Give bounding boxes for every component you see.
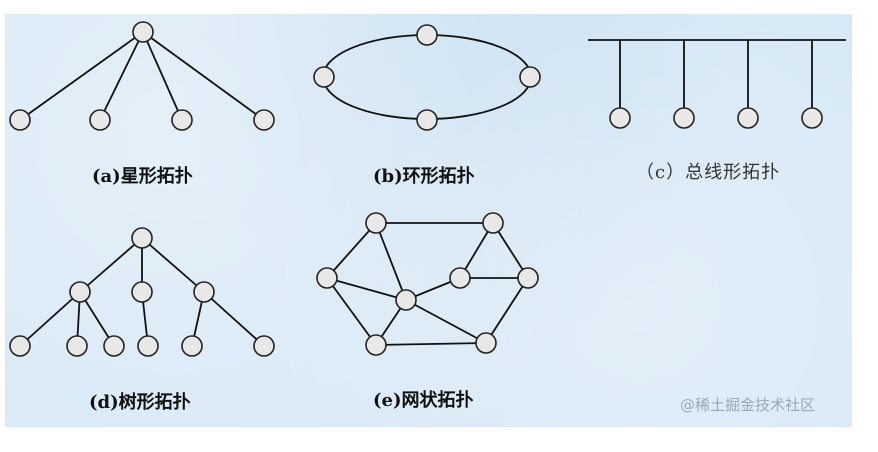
tree-branch-node: [193, 281, 215, 303]
mesh-node: [316, 267, 338, 289]
diagram-panel: [5, 14, 852, 427]
ring-node: [416, 24, 438, 46]
tree-topology: [9, 227, 275, 357]
mesh-node: [475, 332, 497, 354]
mesh-node: [449, 267, 471, 289]
star-leaf-node: [253, 109, 275, 131]
caption-star: (a)星形拓扑: [92, 166, 193, 187]
ring-node: [416, 109, 438, 131]
ring-node: [313, 66, 335, 88]
mesh-node: [482, 212, 504, 234]
caption-bus: （c）总线形拓扑: [636, 162, 781, 183]
ring-topology: [313, 24, 541, 131]
tree-branch-node: [131, 281, 153, 303]
tree-leaf-node: [66, 335, 88, 357]
ring-link: [322, 34, 532, 120]
bus-node: [737, 107, 759, 129]
mesh-topology: [316, 212, 539, 356]
star-leaf-node: [171, 109, 193, 131]
star-leaf-node: [89, 109, 111, 131]
tree-branch-node: [69, 281, 91, 303]
mesh-node: [395, 289, 417, 311]
mesh-node: [365, 334, 387, 356]
tree-leaf-node: [9, 335, 31, 357]
ring-node: [519, 66, 541, 88]
tree-leaf-node: [103, 335, 125, 357]
caption-mesh: (e)网状拓扑: [373, 390, 474, 411]
bus-node: [801, 107, 823, 129]
star-topology: [9, 21, 275, 131]
caption-tree: (d)树形拓扑: [89, 392, 191, 413]
tree-root-node: [131, 227, 153, 249]
tree-leaf-node: [137, 335, 159, 357]
tree-leaf-node: [253, 335, 275, 357]
watermark: @稀土掘金技术社区: [680, 396, 816, 414]
mesh-node: [365, 212, 387, 234]
bus-topology: [588, 39, 846, 129]
star-hub-node: [132, 21, 154, 43]
mesh-node: [517, 267, 539, 289]
bus-node: [673, 107, 695, 129]
star-leaf-node: [9, 109, 31, 131]
caption-ring: (b)环形拓扑: [373, 166, 475, 187]
bus-node: [609, 107, 631, 129]
tree-leaf-node: [181, 335, 203, 357]
